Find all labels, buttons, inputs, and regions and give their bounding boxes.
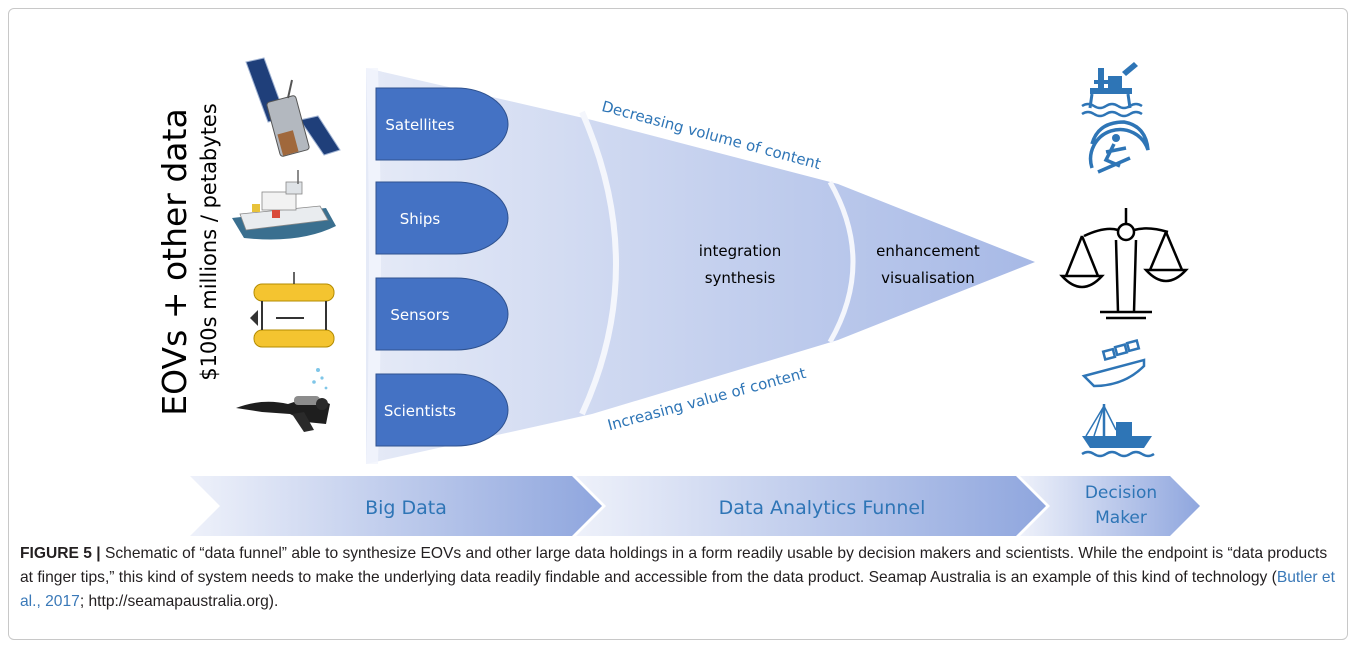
source-satellites: Satellites [375, 87, 509, 161]
figure-caption: FIGURE 5 | Schematic of “data funnel” ab… [20, 542, 1338, 614]
fishing-trawler-icon [1081, 404, 1155, 458]
sensor-mooring-icon [250, 272, 335, 348]
arrow-decision-maker: Decision Maker [1020, 476, 1200, 536]
caption-citation-link[interactable]: Butler et al., 2017 [20, 569, 1335, 610]
arrow-big-data-label: Big Data [365, 497, 447, 519]
left-sub-label: $100s millions / petabytes [197, 103, 221, 381]
stage2-line1: enhancement [876, 242, 980, 260]
funnel-divider-2 [827, 180, 856, 344]
justice-scales-icon [1059, 208, 1189, 320]
arrow-decision-line2: Maker [1095, 508, 1147, 528]
arrow-big-data: Big Data [190, 476, 602, 536]
source-sensors: Sensors [375, 277, 509, 351]
caption-text-a: Schematic of “data funnel” able to synth… [20, 545, 1328, 586]
data-funnel-shape [366, 68, 1035, 464]
arrow-decision-line1: Decision [1085, 483, 1157, 503]
left-main-label: EOVs + other data [155, 108, 194, 415]
arrow-analytics-funnel: Data Analytics Funnel [576, 476, 1046, 536]
source-label-sensors: Sensors [390, 306, 449, 324]
satellite-icon [245, 57, 341, 157]
research-ship-icon [232, 170, 336, 240]
source-label-satellites: Satellites [385, 116, 454, 134]
caption-text-b: ; http://seamapaustralia.org). [79, 593, 279, 610]
source-label-scientists: Scientists [384, 402, 456, 420]
arrow-analytics-funnel-label: Data Analytics Funnel [719, 497, 926, 519]
diver-icon [236, 368, 330, 432]
source-ships: Ships [375, 181, 509, 255]
data-funnel-diagram: EOVs + other data $100s millions / petab… [155, 57, 1200, 536]
source-scientists: Scientists [375, 373, 509, 447]
stage1-line1: integration [699, 242, 781, 260]
figure-frame [8, 8, 1348, 640]
surfer-icon [1088, 120, 1150, 174]
figure-label: FIGURE 5 | [20, 545, 101, 562]
source-label-ships: Ships [400, 210, 441, 228]
funnel-divider-1 [579, 110, 619, 416]
stage1-line2: synthesis [705, 269, 776, 287]
oil-rig-icon [1081, 62, 1143, 118]
stage2-line2: visualisation [881, 269, 975, 287]
container-ship-icon [1081, 339, 1146, 388]
